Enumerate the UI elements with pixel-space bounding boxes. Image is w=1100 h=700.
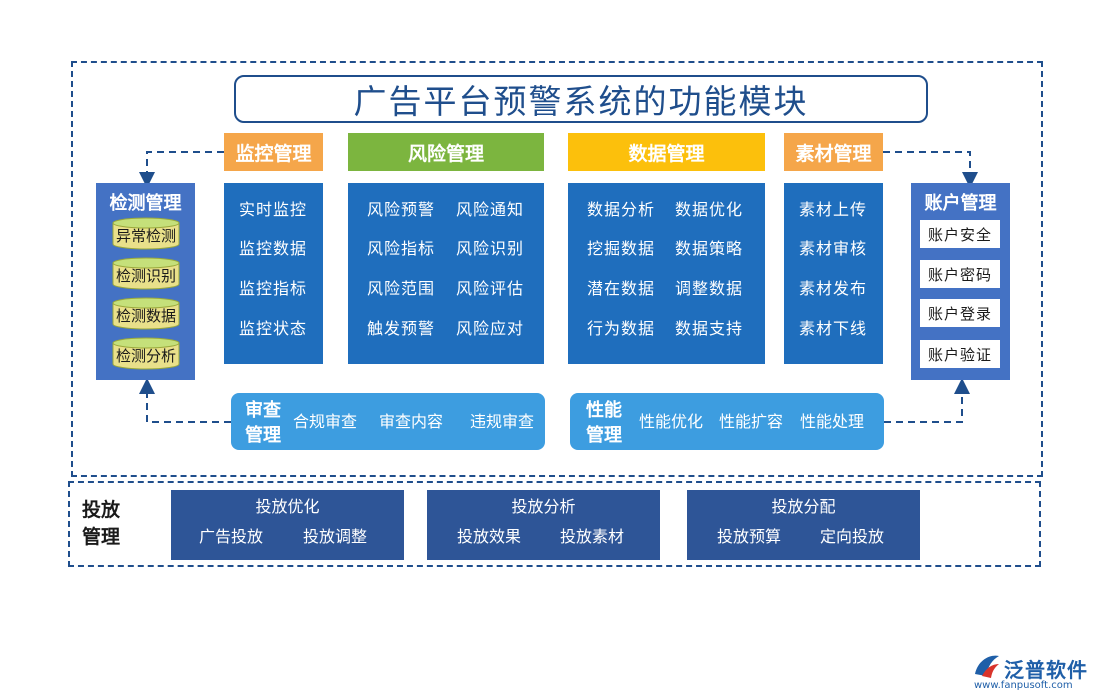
diagram-title-box: 广告平台预警系统的功能模块 [234, 75, 928, 123]
delivery-group-title: 投放分配 [771, 497, 836, 516]
delivery-label-line2: 管理 [82, 526, 121, 548]
account-item: 账户验证 [920, 340, 1000, 368]
cylinder-icon [112, 297, 180, 330]
performance-item: 性能处理 [800, 412, 865, 431]
monitor-item: 监控数据 [239, 239, 308, 258]
delivery-item: 投放预算 [717, 527, 782, 546]
risk-item: 风险识别 [456, 239, 525, 258]
material-item: 素材审核 [799, 239, 868, 258]
monitor-column: 实时监控 监控数据 监控指标 监控状态 [224, 183, 323, 364]
performance-management-bar: 性能 管理 性能优化 性能扩容 性能处理 [570, 393, 884, 450]
detection-cylinder: 检测识别 [112, 257, 180, 290]
account-item: 账户密码 [920, 260, 1000, 288]
cylinder-icon [112, 257, 180, 290]
risk-item: 风险应对 [456, 319, 525, 338]
arrow-material-to-account [883, 151, 978, 188]
delivery-group: 投放分配 投放预算 定向投放 [687, 490, 920, 560]
detection-cylinder: 检测数据 [112, 297, 180, 330]
account-panel: 账户管理 账户安全 账户密码 账户登录 账户验证 [911, 183, 1010, 380]
detection-item: 检测分析 [115, 347, 176, 365]
cylinder-icon [112, 217, 180, 250]
material-item: 素材上传 [799, 200, 868, 219]
data-item: 数据优化 [675, 200, 744, 219]
data-item: 数据分析 [587, 200, 656, 219]
material-column: 素材上传 素材审核 素材发布 素材下线 [784, 183, 883, 364]
risk-column: 风险预警 风险通知 风险指标 风险识别 风险范围 风险评估 触发预警 风险应对 [348, 183, 544, 364]
detection-item: 异常检测 [115, 227, 176, 245]
diagram-title: 广告平台预警系统的功能模块 [353, 82, 809, 121]
risk-item: 风险范围 [367, 279, 436, 298]
account-item: 账户安全 [920, 220, 1000, 248]
material-header: 素材管理 [784, 133, 883, 171]
arrow-monitor-to-detection [139, 151, 224, 188]
data-item: 数据策略 [675, 239, 744, 258]
detection-panel: 检测管理 异常检测 检测识别 检测数据 检测分析 [96, 183, 195, 380]
account-title: 账户管理 [924, 193, 997, 214]
account-item: 账户登录 [920, 299, 1000, 327]
monitor-item: 监控指标 [239, 279, 308, 298]
delivery-management-label: 投放 管理 [82, 497, 120, 551]
delivery-item: 定向投放 [820, 527, 885, 546]
delivery-label-line1: 投放 [82, 499, 121, 521]
performance-title-line1: 性能 [586, 400, 622, 421]
data-item: 潜在数据 [587, 279, 656, 298]
delivery-group-title: 投放优化 [255, 497, 320, 516]
delivery-group-title: 投放分析 [511, 497, 576, 516]
cylinder-icon [112, 337, 180, 370]
delivery-item: 投放素材 [560, 527, 625, 546]
detection-cylinder: 异常检测 [112, 217, 180, 250]
review-item: 合规审查 [293, 412, 358, 431]
main-module-frame [71, 61, 1043, 477]
data-header: 数据管理 [568, 133, 765, 171]
data-item: 行为数据 [587, 319, 656, 338]
logo-url: www.fanpusoft.com [974, 680, 1073, 691]
data-column: 数据分析 数据优化 挖掘数据 数据策略 潜在数据 调整数据 行为数据 数据支持 [568, 183, 765, 364]
delivery-item: 投放效果 [457, 527, 522, 546]
risk-item: 触发预警 [367, 319, 436, 338]
review-title-line1: 审查 [245, 400, 281, 421]
delivery-item: 投放调整 [303, 527, 368, 546]
logo-name: 泛普软件 [1004, 658, 1088, 682]
risk-item: 风险评估 [456, 279, 525, 298]
fanpu-logo: 泛普软件 www.fanpusoft.com [968, 652, 1093, 696]
material-item: 素材发布 [799, 279, 868, 298]
detection-title: 检测管理 [109, 193, 182, 214]
arrow-performance-to-account [884, 378, 970, 423]
material-item: 素材下线 [799, 319, 868, 338]
performance-title-line2: 管理 [586, 425, 622, 446]
delivery-group: 投放优化 广告投放 投放调整 [171, 490, 404, 560]
detection-item: 检测识别 [115, 267, 176, 285]
risk-header: 风险管理 [348, 133, 544, 171]
monitor-header: 监控管理 [224, 133, 323, 171]
monitor-item: 监控状态 [239, 319, 308, 338]
arrow-review-to-detection [139, 378, 231, 423]
data-item: 挖掘数据 [587, 239, 656, 258]
detection-item: 检测数据 [115, 307, 176, 325]
fanpu-logo-icon [975, 655, 999, 678]
review-title-line2: 管理 [245, 425, 281, 446]
review-item: 违规审查 [470, 412, 535, 431]
risk-item: 风险指标 [367, 239, 436, 258]
risk-item: 风险预警 [367, 200, 436, 219]
data-item: 调整数据 [675, 279, 744, 298]
delivery-group: 投放分析 投放效果 投放素材 [427, 490, 660, 560]
performance-item: 性能优化 [639, 412, 704, 431]
monitor-item: 实时监控 [239, 200, 308, 219]
delivery-item: 广告投放 [199, 527, 264, 546]
risk-item: 风险通知 [456, 200, 525, 219]
detection-cylinder: 检测分析 [112, 337, 180, 370]
data-item: 数据支持 [675, 319, 744, 338]
delivery-module-frame [68, 481, 1041, 567]
review-item: 审查内容 [379, 412, 444, 431]
review-management-bar: 审查 管理 合规审查 审查内容 违规审查 [231, 393, 545, 450]
performance-item: 性能扩容 [719, 412, 784, 431]
